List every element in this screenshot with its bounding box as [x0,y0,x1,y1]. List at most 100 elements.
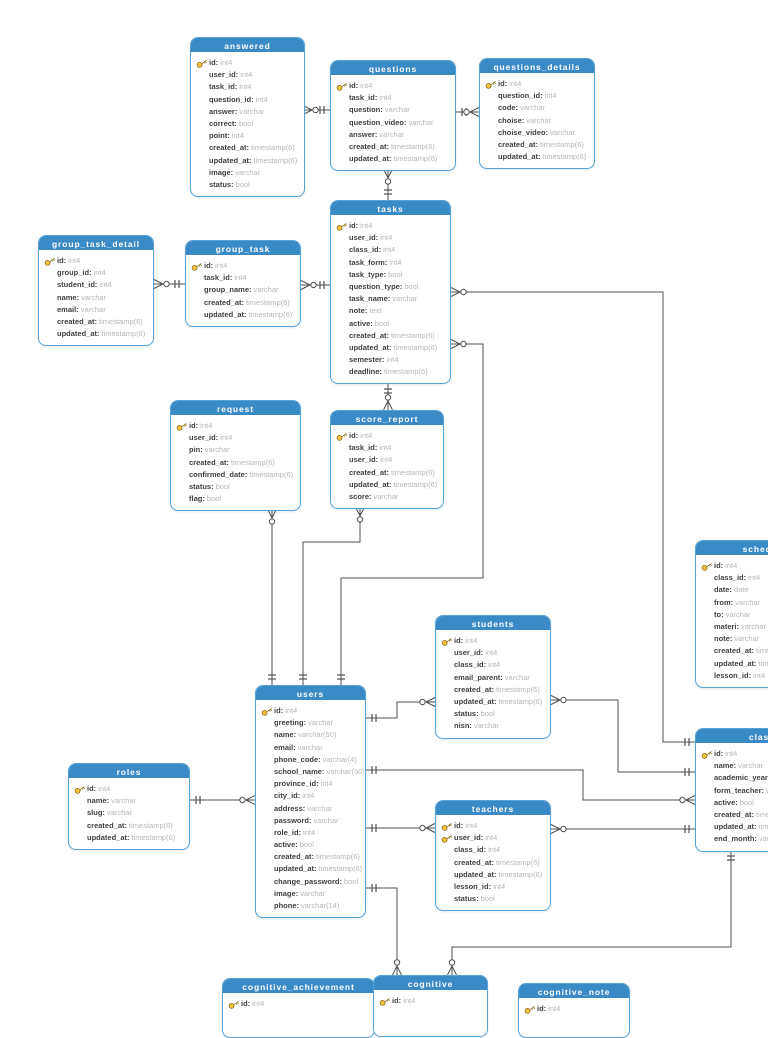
field-type: varchar [741,621,767,631]
table-row: task_form:int4 [331,257,450,269]
field-name: created_at: [57,316,98,326]
table-row: updated_at:timestamp(6) [436,696,550,708]
table-row: answer:varchar [191,106,304,118]
field-type: timestamp(6) [498,869,543,879]
field-name: id: [349,431,359,440]
table-row: name:varchar [696,760,768,772]
field-name: user_id: [349,455,379,465]
table-row: updated_at:timestamp(6) [480,151,594,163]
table-row: created_at:timestamp(6) [331,467,443,479]
primary-key-slot [441,821,454,832]
field-type: varchar [235,167,261,177]
field-name: name: [274,730,297,740]
field-type: bool [388,269,403,279]
field-type: int4 [98,784,111,793]
field-name: id: [274,706,284,715]
field-name: created_at: [498,139,539,149]
key-icon [379,997,391,1006]
field-type: timestamp(6) [318,864,363,874]
primary-key-slot [441,636,454,647]
table-cognitive_note[interactable]: cognitive_note id:int4 [518,983,630,1038]
primary-key-slot [379,996,392,1007]
table-row: updated_at:timestamp(6) [331,479,443,491]
field-type: timestamp(6) [756,646,768,656]
table-row: image:varchar [256,888,365,900]
field-type: int4 [303,827,316,837]
field-name: status: [209,179,234,189]
field-type: bool [404,281,419,291]
table-title: group_task [186,241,300,257]
table-row: lesson_id:int4 [436,881,550,893]
key-icon [701,750,713,759]
table-row: question_video:varchar [331,117,455,129]
field-type: bool [206,494,222,504]
field-type: int4 [360,431,373,440]
field-type: timestamp(6) [393,479,438,489]
table-title: answered [191,38,304,54]
table-row: created_at:timestamp(6) [696,645,768,657]
field-name: academic_year: [714,773,768,783]
field-type: timestamp(6) [756,809,768,819]
table-row: choise_video:varchar [480,127,594,139]
field-type: varchar [106,808,132,818]
field-type: bool [739,797,754,807]
field-type: varchar [504,672,530,682]
field-type: int4 [200,421,213,430]
table-cognitive[interactable]: cognitive id:int4 [373,975,488,1037]
field-name: phone: [274,901,299,910]
field-name: created_at: [349,330,390,340]
field-name: student_id: [57,280,98,290]
field-name: lesson_id: [454,881,492,891]
field-name: question_id: [498,91,543,101]
field-name: user_id: [454,648,484,658]
table-row: updated_at:timestamp(6) [331,342,450,354]
field-type: int4 [753,670,766,680]
field-type: int4 [320,779,333,789]
field-name: task_id: [349,443,378,453]
field-type: varchar(50) [298,730,337,740]
table-row: student_id:int4 [39,279,153,291]
table-row: created_at:timestamp(6) [436,857,550,869]
field-type: int4 [748,573,761,583]
table-row: id:int4 [331,430,443,442]
relation-score_report-users [302,507,361,685]
field-name: task_form: [349,257,388,267]
table-schedules[interactable]: schedules id:int4class_id:int4date:datef… [695,540,768,688]
field-type: int4 [379,443,392,453]
field-name: id: [241,999,251,1008]
field-name: class_id: [454,845,487,855]
field-type: int4 [380,233,393,243]
table-classes[interactable]: classes id:int4name:varcharacademic_year… [695,728,768,852]
table-title: users [256,686,365,702]
table-row: academic_year:int4 [696,772,768,784]
table-row: phone:varchar(14) [256,900,365,912]
table-row: group_name:varchar [186,284,300,296]
field-type: varchar [550,127,576,137]
primary-key-slot [701,561,714,572]
field-type: int4 [239,82,252,92]
table-title: schedules [696,541,768,557]
table-cognitive_achievement[interactable]: cognitive_achievement id:int4 [222,978,375,1038]
field-name: code: [498,103,519,113]
table-row: pin:varchar [171,444,300,456]
table-row: id:int4 [331,80,455,92]
field-type: varchar [253,285,279,295]
table-row: phone_code:varchar(4) [256,754,365,766]
field-name: province_id: [274,779,319,789]
table-row: email:varchar [256,742,365,754]
field-type: int4 [725,561,738,570]
